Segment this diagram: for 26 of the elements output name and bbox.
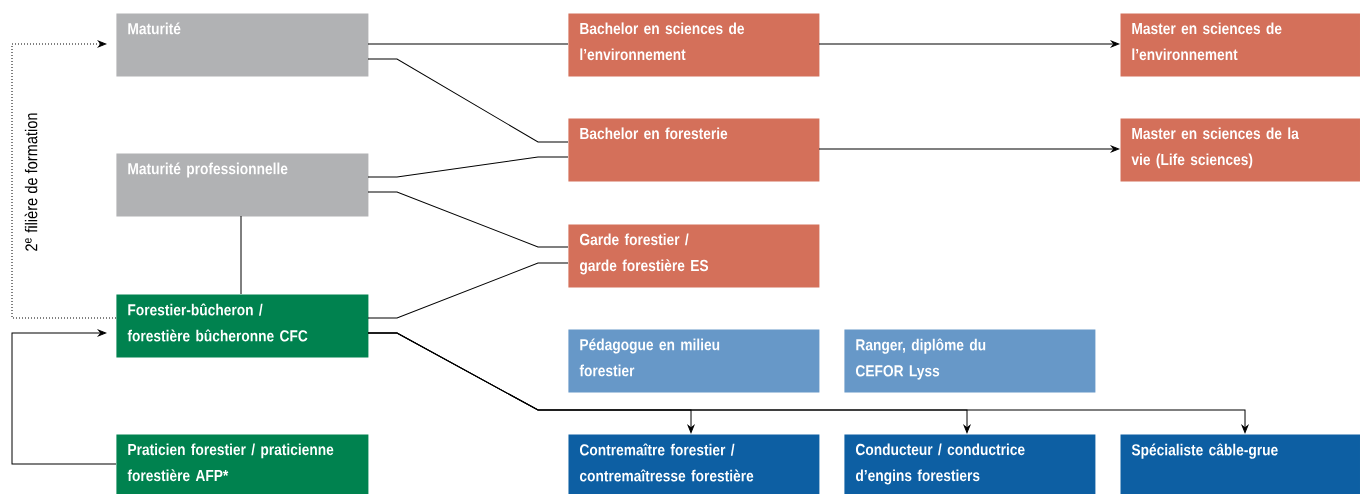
program-box: Forestier-bûcheron / forestière bûcheronne CFC	[116, 294, 369, 358]
connector	[367, 332, 1249, 434]
program-box: Ranger, diplôme du CEFOR Lyss	[844, 329, 1096, 393]
program-box: Conducteur / conductrice d’engins forestiers	[844, 434, 1096, 494]
connector	[367, 191, 569, 248]
connector	[367, 43, 569, 45]
connector	[818, 145, 1120, 153]
connector	[367, 156, 569, 178]
program-box: Maturité professionnelle	[116, 153, 369, 217]
program-box: Garde forestier / garde forestière ES	[568, 224, 820, 288]
program-box: Master en sciences de la vie (Life sciences)	[1120, 118, 1360, 182]
program-box: Spécialiste câble-grue	[1120, 434, 1360, 494]
program-box: Praticien forestier / praticienne forestière AFP*	[116, 434, 369, 494]
program-box: Contremaître forestier / contremaîtresse forestière	[568, 434, 820, 494]
connector	[11, 329, 117, 465]
program-box: Master en sciences de l’environnement	[1120, 13, 1360, 77]
connector	[240, 215, 242, 295]
program-box: Maturité	[116, 13, 369, 77]
edge-label: 2$^{e}$ filière de formation	[24, 113, 38, 251]
connector	[367, 262, 569, 319]
program-box: Bachelor en foresterie	[568, 118, 820, 182]
connector	[818, 40, 1120, 48]
program-box: Bachelor en sciences de l’environnement	[568, 13, 820, 77]
program-box: Pédagogue en milieu forestier	[568, 329, 820, 393]
connector	[367, 58, 569, 143]
connector	[11, 40, 117, 319]
